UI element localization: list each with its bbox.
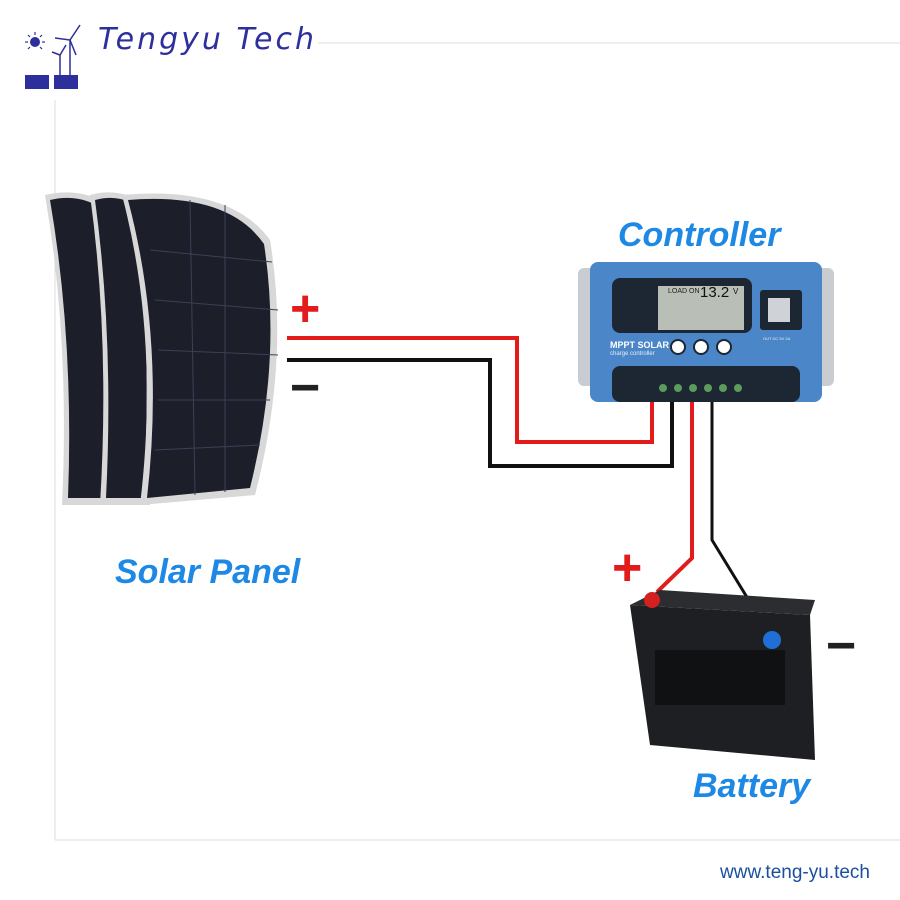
- panel-positive-sign: +: [290, 280, 321, 338]
- lcd-value: 13.2: [700, 284, 730, 301]
- battery-positive-terminal: [644, 592, 660, 608]
- controller-model-sub: charge controller: [610, 351, 655, 357]
- charge-controller-image: [578, 262, 834, 402]
- lcd-status: LOAD ON: [668, 288, 700, 295]
- battery-negative-sign: −: [826, 617, 857, 675]
- controller-label: Controller: [618, 216, 781, 254]
- battery-label: Battery: [693, 767, 811, 805]
- brand-name: Tengyu Tech: [98, 22, 318, 57]
- lcd-unit: V: [733, 287, 739, 296]
- panel-negative-sign: −: [290, 359, 321, 417]
- controller-model: MPPT SOLAR: [610, 340, 670, 350]
- logo-icon: [25, 24, 81, 89]
- positive-wire-battery: [655, 402, 694, 594]
- solar-panel-image: [45, 192, 279, 505]
- battery-image: [630, 590, 815, 760]
- solar-panel-label: Solar Panel: [115, 553, 301, 591]
- battery-negative-terminal: [763, 631, 781, 649]
- website-link[interactable]: www.teng-yu.tech: [720, 862, 870, 883]
- battery-positive-sign: +: [612, 539, 643, 597]
- negative-wire-panel: [287, 358, 674, 468]
- positive-wire-panel: [287, 336, 654, 444]
- usb-label: OUT DC 5V 2A: [763, 336, 791, 341]
